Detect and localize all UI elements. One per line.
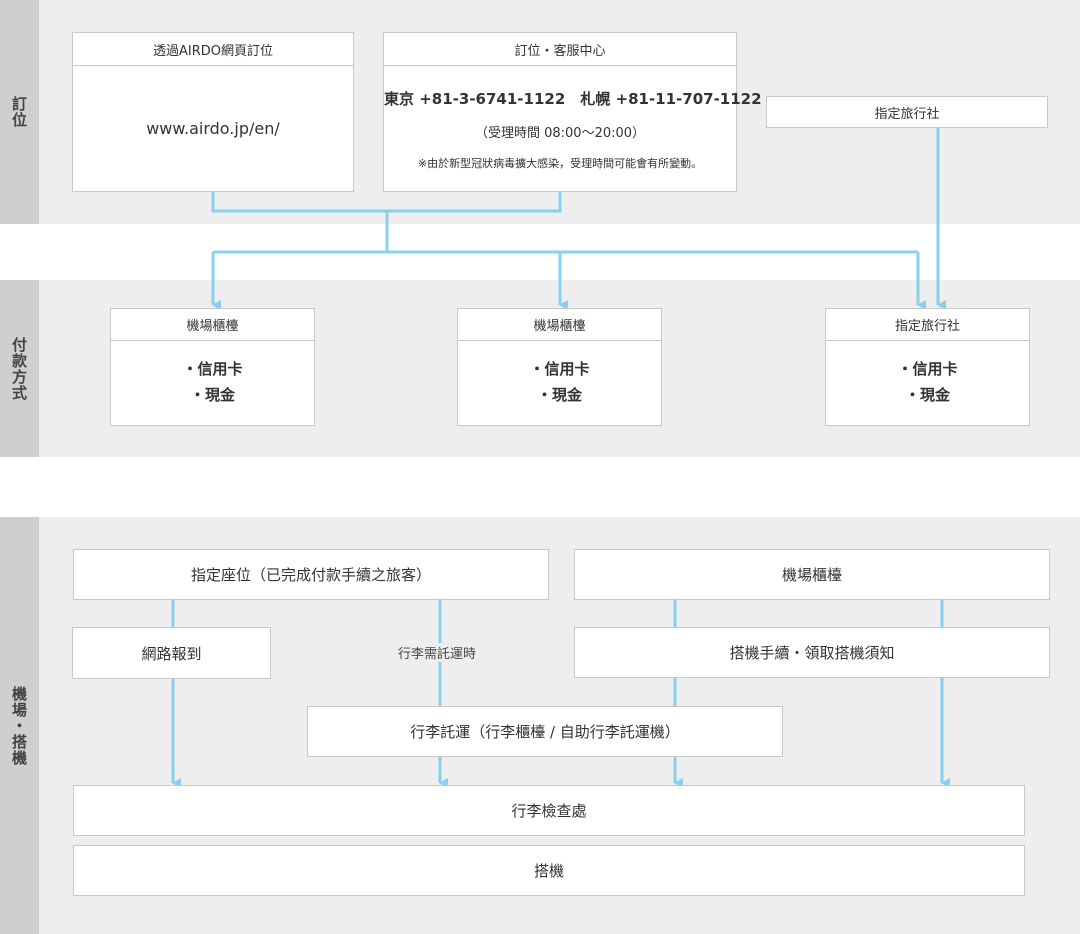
boarding-label: 搭機 (533, 862, 564, 880)
airport-section-label: 機場・搭機 (0, 517, 39, 934)
airdo-url-link[interactable]: www.airdo.jp/en/ (146, 119, 280, 138)
payment-credit-card: ・信用卡 (897, 360, 958, 378)
payment-section-label: 付款方式 (0, 280, 39, 457)
travel-agency-label: 指定旅行社 (874, 106, 940, 122)
checkin-procedure-label: 搭機手續・領取搭機須知 (729, 644, 895, 662)
payment-cash: ・現金 (536, 386, 582, 404)
checkin-procedure-box: 搭機手續・領取搭機須知 (574, 627, 1050, 678)
payment-credit-card: ・信用卡 (182, 360, 243, 378)
web-checkin-box: 網路報到 (72, 627, 271, 679)
travel-agency-box: 指定旅行社 (766, 96, 1048, 128)
payment-option-airport-counter-2: 機場櫃檯 ・信用卡 ・現金 (457, 308, 662, 426)
payment-option-header: 機場櫃檯 (458, 309, 661, 341)
baggage-checkin-box: 行李託運（行李櫃檯 / 自助行李託運機） (307, 706, 783, 757)
airport-counter-box: 機場櫃檯 (574, 549, 1050, 600)
office-hours: （受理時間 08:00～20:00） (474, 126, 646, 141)
call-center-box: 訂位・客服中心 東京 +81-3-6741-1122 札幌 +81-11-707… (383, 32, 762, 192)
booking-section-label: 訂位 (0, 0, 39, 224)
payment-option-airport-counter: 機場櫃檯 ・信用卡 ・現金 (110, 308, 315, 426)
web-booking-header: 透過AIRDO網頁訂位 (73, 33, 353, 66)
payment-credit-card: ・信用卡 (529, 360, 590, 378)
hours-notice: ※由於新型冠狀病毒擴大感染，受理時間可能會有所變動。 (417, 157, 703, 170)
payment-cash: ・現金 (189, 386, 235, 404)
reserved-seat-box: 指定座位（已完成付款手續之旅客） (73, 549, 549, 600)
reserved-seat-label: 指定座位（已完成付款手續之旅客） (190, 566, 431, 584)
security-check-label: 行李檢查處 (511, 802, 587, 820)
airport-counter-label: 機場櫃檯 (781, 566, 842, 584)
web-checkin-label: 網路報到 (141, 644, 202, 663)
baggage-needed-label: 行李需託運時 (398, 643, 477, 662)
security-check-box: 行李檢查處 (73, 785, 1025, 836)
web-booking-box: 透過AIRDO網頁訂位 www.airdo.jp/en/ (72, 32, 354, 192)
phone-numbers: 東京 +81-3-6741-1122 札幌 +81-11-707-1122 (384, 90, 762, 108)
payment-option-header: 指定旅行社 (826, 309, 1029, 341)
call-center-header: 訂位・客服中心 (384, 33, 736, 66)
payment-cash: ・現金 (904, 386, 950, 404)
payment-option-travel-agency: 指定旅行社 ・信用卡 ・現金 (825, 308, 1030, 426)
baggage-checkin-label: 行李託運（行李櫃檯 / 自助行李託運機） (410, 723, 680, 741)
boarding-box: 搭機 (73, 845, 1025, 896)
payment-option-header: 機場櫃檯 (111, 309, 314, 341)
